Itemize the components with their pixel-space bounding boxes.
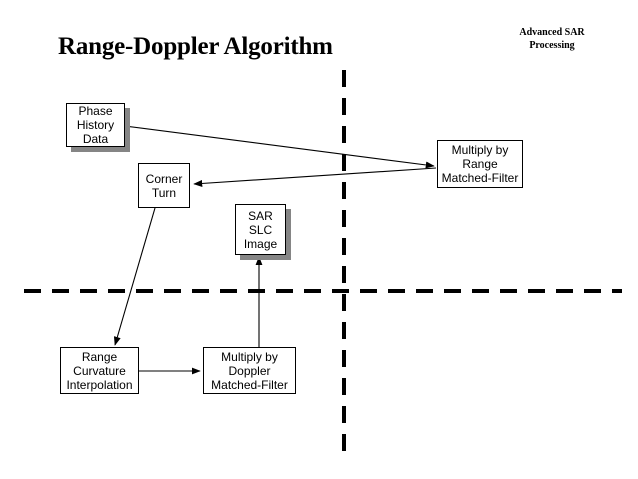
- corner-note-line-2: Processing: [529, 40, 575, 51]
- corner-note-line-1: Advanced SAR: [519, 27, 585, 38]
- connector-range-matched-to-corner-turn: [193, 167, 437, 187]
- node-corner-turn[interactable]: Corner Turn: [138, 163, 190, 208]
- node-phase-history-data[interactable]: Phase History Data: [66, 103, 125, 147]
- node-label-line: Multiply by: [451, 143, 509, 157]
- node-label-line: Range: [462, 157, 498, 171]
- corner-note: Advanced SAR Processing: [478, 26, 626, 52]
- node-sar-slc-image[interactable]: SAR SLC Image: [235, 204, 286, 255]
- connector-phase-history-to-range-matched: [124, 125, 435, 169]
- node-label-line: Multiply by: [221, 349, 278, 364]
- node-label-line: Curvature: [73, 363, 126, 378]
- node-label-line: SLC: [248, 222, 273, 237]
- connector-corner-turn-to-range-curvature: [113, 207, 156, 346]
- node-range-matched-filter[interactable]: Multiply by Range Matched-Filter: [437, 140, 523, 188]
- node-label-line: Data: [82, 132, 109, 146]
- node-range-curvature-interpolation[interactable]: Range Curvature Interpolation: [60, 347, 139, 394]
- page-title: Range-Doppler Algorithm: [58, 33, 333, 60]
- node-label-line: Range: [81, 349, 118, 364]
- node-label-line: Matched-Filter: [211, 377, 288, 392]
- node-label-line: History: [76, 118, 115, 132]
- node-label-line: Matched-Filter: [441, 171, 519, 185]
- node-label-line: Corner: [145, 171, 183, 186]
- node-doppler-matched-filter[interactable]: Multiply by Doppler Matched-Filter: [203, 347, 296, 394]
- node-label-line: Interpolation: [66, 377, 133, 392]
- node-label-line: Phase: [78, 104, 113, 118]
- node-label-line: Turn: [151, 185, 177, 200]
- node-label-line: SAR: [248, 208, 273, 223]
- node-label-line: Doppler: [228, 363, 271, 378]
- node-label-line: Image: [243, 236, 278, 251]
